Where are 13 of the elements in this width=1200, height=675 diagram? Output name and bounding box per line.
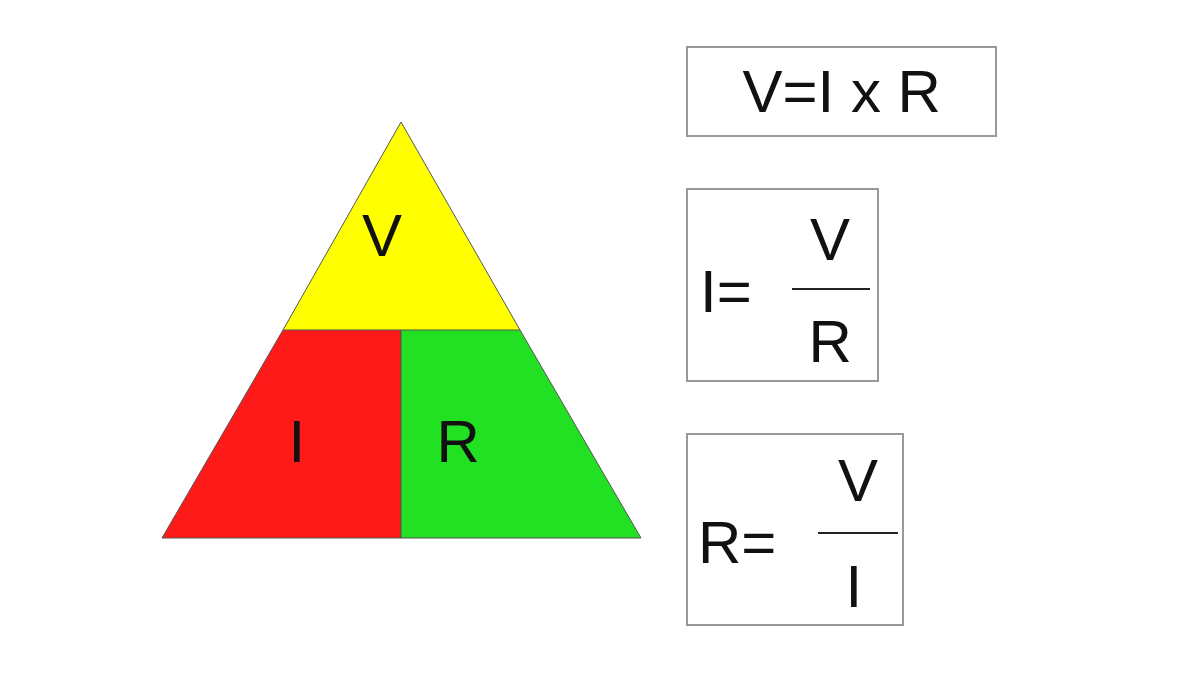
denominator: R <box>808 312 852 372</box>
formula-text: V=I x R <box>742 61 941 122</box>
variable-letter: R <box>436 412 480 472</box>
formula-box <box>686 188 879 382</box>
numerator: V <box>810 210 851 270</box>
formula-box <box>686 433 904 626</box>
formula-text: R= <box>698 513 777 573</box>
variable-letter: I <box>288 412 306 472</box>
formula-box <box>686 46 997 137</box>
numerator: V <box>838 451 879 511</box>
denominator: I <box>845 557 863 617</box>
variable-letter: V <box>362 206 403 266</box>
formula-text: I= <box>700 262 752 322</box>
